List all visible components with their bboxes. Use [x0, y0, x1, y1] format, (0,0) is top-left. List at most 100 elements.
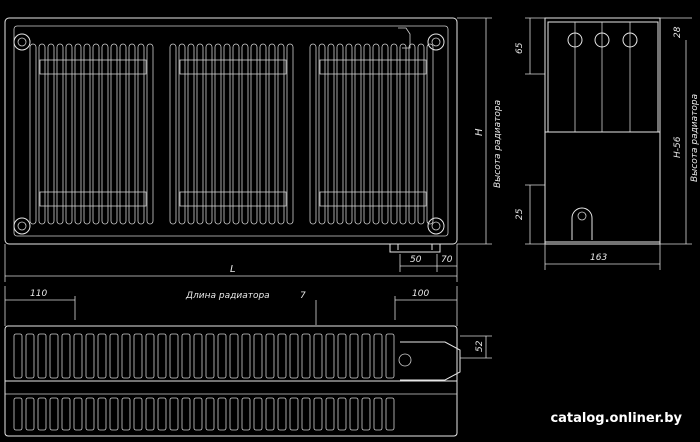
- front-outline: [4, 17, 458, 245]
- top-rib: [97, 333, 107, 379]
- front-rib: [29, 43, 37, 225]
- top-rib: [325, 397, 335, 431]
- dim-110-left: 110: [30, 289, 47, 299]
- front-rib: [83, 43, 91, 225]
- top-rib: [385, 397, 395, 431]
- top-rib: [205, 333, 215, 379]
- dim-65: 65: [515, 42, 525, 54]
- top-rib: [337, 397, 347, 431]
- front-rib: [119, 43, 127, 225]
- top-rib: [49, 333, 59, 379]
- top-rib: [109, 333, 119, 379]
- dim-7: 7: [300, 291, 306, 301]
- top-rib: [73, 397, 83, 431]
- top-rib: [133, 333, 143, 379]
- front-view: [4, 17, 458, 253]
- front-rib: [327, 43, 335, 225]
- front-rib: [318, 43, 326, 225]
- front-inner-frame: [13, 25, 449, 237]
- front-rib: [399, 43, 407, 225]
- side-upper-body: [547, 21, 659, 133]
- front-ribs: [29, 43, 434, 225]
- top-ribs: [13, 333, 395, 431]
- dim-50: 50: [410, 255, 422, 265]
- top-rib: [217, 397, 227, 431]
- front-dimensions: [4, 17, 492, 282]
- height-caption-side: Высота радиатора: [690, 94, 700, 182]
- front-rib: [65, 43, 73, 225]
- top-rib: [361, 397, 371, 431]
- top-rib: [97, 397, 107, 431]
- top-rib: [37, 333, 47, 379]
- front-rib: [187, 43, 195, 225]
- front-rib: [169, 43, 177, 225]
- front-rib: [56, 43, 64, 225]
- front-rib: [223, 43, 231, 225]
- top-rib: [61, 397, 71, 431]
- top-rib: [145, 333, 155, 379]
- height-symbol: H: [474, 128, 485, 136]
- top-rib: [301, 333, 311, 379]
- top-rib: [193, 333, 203, 379]
- front-rib: [214, 43, 222, 225]
- top-rib: [25, 397, 35, 431]
- side-dimensions: [525, 17, 692, 270]
- front-rib: [74, 43, 82, 225]
- front-rib: [426, 43, 434, 225]
- top-rib: [157, 397, 167, 431]
- top-rib: [385, 333, 395, 379]
- top-rib: [109, 397, 119, 431]
- top-rib: [121, 397, 131, 431]
- front-rib: [205, 43, 213, 225]
- front-rib: [286, 43, 294, 225]
- front-rib: [92, 43, 100, 225]
- top-rib: [265, 333, 275, 379]
- top-dimensions: [4, 286, 458, 326]
- top-rib: [253, 333, 263, 379]
- front-rib: [417, 43, 425, 225]
- front-rib: [354, 43, 362, 225]
- front-rib: [146, 43, 154, 225]
- top-rib: [193, 397, 203, 431]
- dim-100-right: 100: [412, 289, 429, 299]
- front-rib: [268, 43, 276, 225]
- top-rib: [277, 397, 287, 431]
- top-rib: [313, 397, 323, 431]
- top-rib: [349, 397, 359, 431]
- top-rib: [13, 397, 23, 431]
- front-rib: [345, 43, 353, 225]
- corner-bosses: [13, 33, 445, 235]
- front-rib: [101, 43, 109, 225]
- front-rib: [232, 43, 240, 225]
- top-rib: [13, 333, 23, 379]
- front-rib: [336, 43, 344, 225]
- length-caption: Длина радиатора: [185, 291, 270, 301]
- top-rib: [181, 333, 191, 379]
- top-rib: [205, 397, 215, 431]
- height-minus: H-56: [673, 136, 683, 158]
- front-rib: [381, 43, 389, 225]
- connection-pipes: [389, 27, 441, 253]
- top-rib: [49, 397, 59, 431]
- top-rib: [241, 397, 251, 431]
- top-connection: [400, 341, 461, 381]
- watermark: catalog.onliner.by: [550, 411, 682, 426]
- dim-25: 25: [515, 208, 525, 220]
- top-rib: [241, 333, 251, 379]
- top-rib: [229, 397, 239, 431]
- front-rib: [38, 43, 46, 225]
- top-rib: [157, 333, 167, 379]
- length-symbol: L: [230, 264, 236, 275]
- top-rib: [61, 333, 71, 379]
- top-side-dimension: [460, 335, 492, 359]
- top-rib: [229, 333, 239, 379]
- top-rib: [373, 333, 383, 379]
- front-rib: [277, 43, 285, 225]
- front-rib: [137, 43, 145, 225]
- top-rib: [145, 397, 155, 431]
- front-rib: [241, 43, 249, 225]
- top-rib: [253, 397, 263, 431]
- front-rib: [372, 43, 380, 225]
